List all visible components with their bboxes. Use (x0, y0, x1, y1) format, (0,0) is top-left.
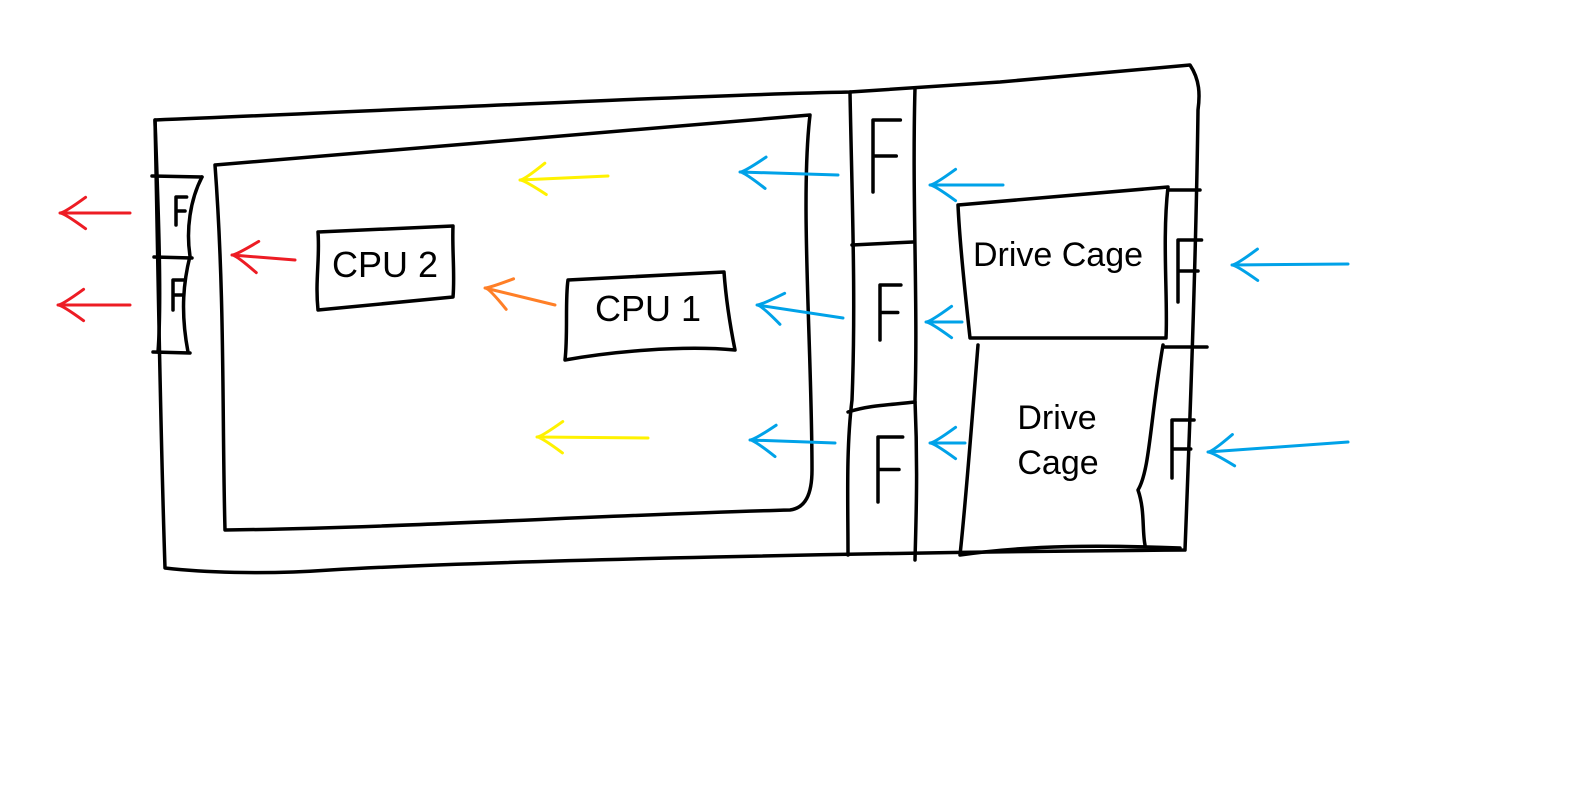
fan-glyph-7 (1170, 418, 1196, 480)
fan-divider-2 (846, 400, 917, 414)
airflow-arrow-exhaust-hot-3 (230, 239, 297, 275)
drive-cage-bottom-box (958, 343, 1182, 557)
drive-cage-top-label: Drive Cage (973, 236, 1143, 274)
rear-fan-right-edge (181, 175, 204, 354)
airflow-arrow-intake-cool-12 (928, 425, 967, 461)
drive-cage-bottom-label-line1: Drive (1017, 399, 1096, 437)
drive-cage-bottom-label-line2: Cage (1017, 444, 1098, 482)
fan-wall-right-edge (912, 86, 919, 562)
cpu1-label: CPU 1 (595, 288, 701, 329)
rear-fan-divider-top (150, 174, 204, 179)
airflow-arrow-intake-cool-11 (924, 304, 964, 340)
fan-glyph-2 (878, 283, 903, 342)
airflow-arrow-mild-5 (518, 161, 610, 197)
airflow-arrow-intake-cool-13 (1230, 247, 1350, 282)
fan-divider-1 (850, 240, 915, 247)
airflow-arrow-intake-cool-8 (755, 291, 845, 326)
airflow-arrow-exhaust-hot-2 (56, 287, 132, 323)
drive-cage-top-box (956, 185, 1170, 340)
airflow-arrow-mild-6 (535, 420, 650, 455)
cpu2-box (315, 224, 456, 312)
airflow-arrow-intake-cool-14 (1206, 433, 1350, 468)
airflow-arrow-intake-cool-10 (928, 167, 1005, 203)
fan-glyph-6 (1176, 238, 1204, 304)
airflow-arrow-intake-cool-7 (738, 155, 840, 190)
airflow-arrow-intake-cool-9 (748, 423, 837, 459)
fan-glyph-4 (174, 195, 189, 227)
server-case-outline (153, 63, 1201, 575)
airflow-arrow-exhaust-hot-1 (58, 195, 132, 231)
fan-glyph-1 (871, 118, 903, 194)
rear-fan-left-edge (153, 118, 162, 354)
rear-fan-divider-bottom (151, 350, 192, 355)
cpu1-box (563, 270, 737, 362)
fan-wall-left-edge (845, 90, 856, 557)
airflow-arrow-warm-4 (483, 277, 557, 311)
rear-fan-divider-mid (152, 255, 194, 260)
fan-glyph-5 (171, 278, 187, 312)
motherboard-outline (213, 113, 814, 532)
fan-glyph-3 (876, 435, 905, 504)
cpu2-label: CPU 2 (332, 244, 438, 285)
